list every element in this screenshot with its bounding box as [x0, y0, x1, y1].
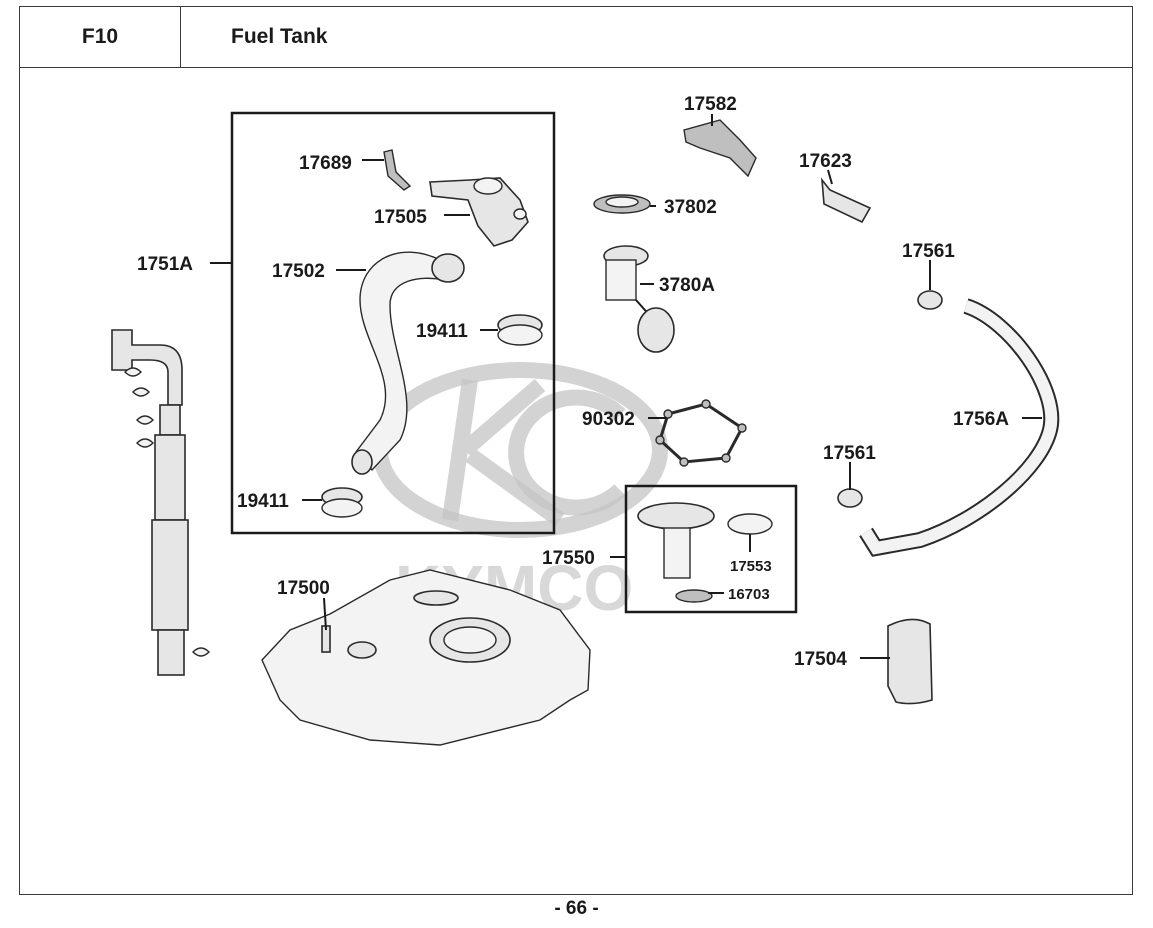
hose-17689	[383, 149, 412, 191]
label-17505: 17505	[374, 207, 427, 228]
label-17500: 17500	[277, 578, 330, 599]
pump-group-box	[624, 484, 798, 614]
label-17561-lower: 17561	[823, 443, 876, 464]
sender-3780A	[603, 245, 675, 353]
label-17502: 17502	[272, 261, 325, 282]
label-3780A: 3780A	[659, 275, 715, 296]
label-17553: 17553	[730, 558, 772, 575]
fuel-tank-17500	[261, 569, 591, 746]
label-17623: 17623	[799, 151, 852, 172]
page-number: - 66 -	[554, 898, 599, 919]
label-90302: 90302	[582, 409, 635, 430]
hose-group-box	[230, 111, 556, 535]
hose-1756A	[859, 298, 1060, 557]
label-17550: 17550	[542, 548, 595, 569]
label-19411-upper: 19411	[416, 321, 468, 342]
label-19411-lower: 19411	[237, 491, 289, 512]
bracket-17505	[429, 177, 529, 247]
bracket-17582	[683, 119, 757, 178]
clamp-17561-lower	[837, 488, 863, 508]
clamp-19411-upper	[497, 314, 543, 346]
label-17504: 17504	[794, 649, 847, 670]
label-17689: 17689	[299, 153, 352, 174]
clamp-17561-upper	[917, 290, 943, 310]
label-1751A: 1751A	[137, 254, 193, 275]
clamp-19411-lower	[321, 487, 363, 518]
hose-17502	[351, 251, 465, 475]
gasket-90302	[655, 399, 747, 467]
ring-37802	[593, 194, 651, 214]
label-16703: 16703	[728, 586, 770, 603]
label-17582: 17582	[684, 94, 737, 115]
diagram-frame	[19, 67, 1133, 895]
label-37802: 37802	[664, 197, 717, 218]
label-17561-upper: 17561	[902, 241, 955, 262]
label-1756A: 1756A	[953, 409, 1009, 430]
section-code: F10	[20, 7, 181, 67]
pad-17504	[887, 618, 933, 705]
filler-tube-assembly	[111, 329, 210, 676]
header-table: F10 Fuel Tank	[19, 6, 1133, 68]
fuel-pump-17550	[637, 502, 773, 603]
page-title: Fuel Tank	[231, 25, 328, 48]
plate-17623	[820, 177, 872, 224]
